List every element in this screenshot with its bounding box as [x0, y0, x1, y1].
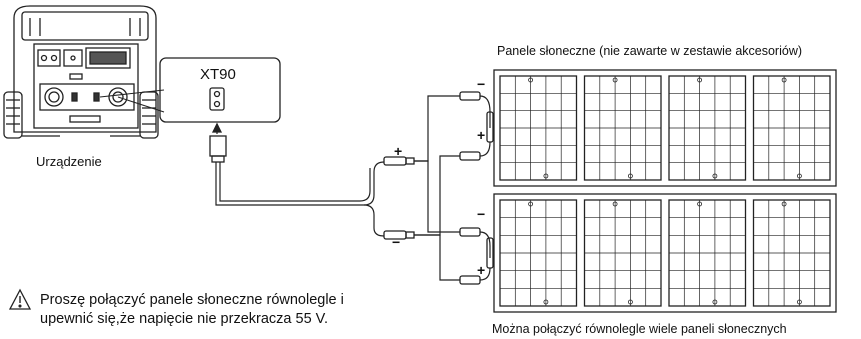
solar-panel-bottom-3: [668, 199, 747, 307]
panels-caption: Można połączyć równolegle wiele paneli s…: [492, 322, 787, 336]
xt90-callout: [99, 57, 281, 123]
polarity-minus-main: −: [392, 234, 401, 250]
panel-frame-bottom: [493, 193, 837, 313]
solar-panel-top-1: [499, 75, 578, 181]
solar-panel-top-3: [668, 75, 747, 181]
warning-text-line1: Proszę połączyć panele słoneczne równole…: [40, 292, 344, 308]
warning-text-line2: upewnić się,że napięcie nie przekracza 5…: [40, 311, 329, 327]
solar-panel-row-top: [493, 69, 837, 187]
solar-panel-top-4: [752, 75, 831, 181]
solar-panel-top-2: [583, 75, 662, 181]
polarity-minus-top: −: [477, 76, 486, 92]
panel-frame-top: [493, 69, 837, 187]
parallel-wiring: [414, 95, 460, 281]
solar-panel-row-bottom: [493, 193, 837, 313]
panels-title: Panele słoneczne (nie zawarte w zestawie…: [497, 44, 803, 58]
xt90-label: XT90: [200, 66, 236, 83]
xt90-plug: [209, 122, 227, 163]
device-label: Urządzenie: [36, 154, 102, 169]
polarity-plus-main: +: [394, 143, 403, 159]
polarity-plus-bottom: +: [477, 262, 486, 278]
mc4-connectors-main: [383, 156, 415, 240]
solar-panel-bottom-4: [752, 199, 831, 307]
solar-panel-bottom-2: [583, 199, 662, 307]
polarity-plus-top: +: [477, 127, 486, 143]
polarity-minus-bottom: −: [477, 206, 486, 222]
main-cable: [215, 161, 385, 237]
solar-panel-bottom-1: [499, 199, 578, 307]
power-station-device: [3, 5, 159, 139]
mc4-connectors-panels: [459, 91, 494, 285]
warning-triangle-icon: [8, 288, 32, 310]
